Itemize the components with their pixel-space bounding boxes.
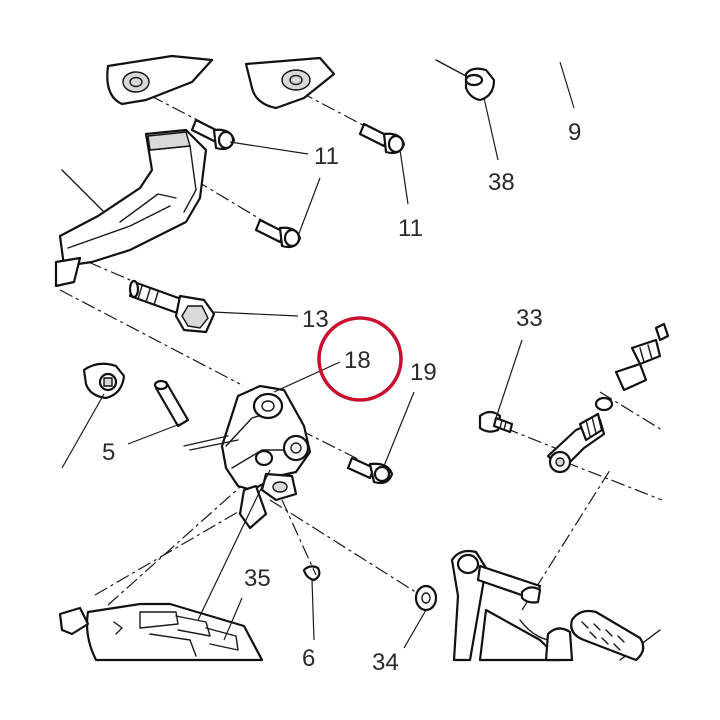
- screw-33: [478, 410, 514, 434]
- label-13: 13: [302, 306, 329, 333]
- label-5: 5: [102, 439, 115, 466]
- label-38: 38: [488, 169, 515, 196]
- footrest-peg-35: [58, 602, 264, 662]
- bolt-13: [128, 279, 216, 334]
- label-9: 9: [568, 119, 581, 146]
- bolt-11-upper-right: [358, 122, 406, 155]
- label-6: 6: [302, 645, 315, 672]
- bolt-5-left: [82, 362, 126, 400]
- bolt-11-middle: [254, 218, 302, 249]
- highlight-circle: [317, 316, 403, 402]
- shift-lever-right: [450, 549, 661, 662]
- label-35: 35: [244, 565, 271, 592]
- footrest-hanger-18: [183, 384, 312, 530]
- label-11-upper: 11: [314, 143, 339, 170]
- leader-lines: [61, 61, 575, 649]
- bolt-11-upper-left: [190, 118, 236, 151]
- label-33: 33: [516, 305, 543, 332]
- label-19: 19: [410, 359, 437, 386]
- linkage-rod-end-upper: [594, 322, 670, 412]
- pin-5: [153, 379, 190, 428]
- washer-34: [414, 584, 438, 612]
- callout-labels: 9 38 11 11 13 33 18 19 5 35 6 34: [102, 119, 581, 676]
- lever-end-top-middle: [244, 56, 336, 110]
- label-11-right: 11: [398, 215, 423, 242]
- bolt-19: [346, 456, 394, 485]
- label-18: 18: [344, 347, 371, 374]
- linkage-rod-right: [546, 412, 606, 474]
- label-34: 34: [372, 649, 399, 676]
- plug-cap-38: [435, 59, 496, 102]
- clip-6: [302, 565, 321, 582]
- shift-peg-rubber: [570, 609, 645, 662]
- footrest-bracket-left: [54, 128, 208, 288]
- lever-end-top-left: [106, 54, 214, 106]
